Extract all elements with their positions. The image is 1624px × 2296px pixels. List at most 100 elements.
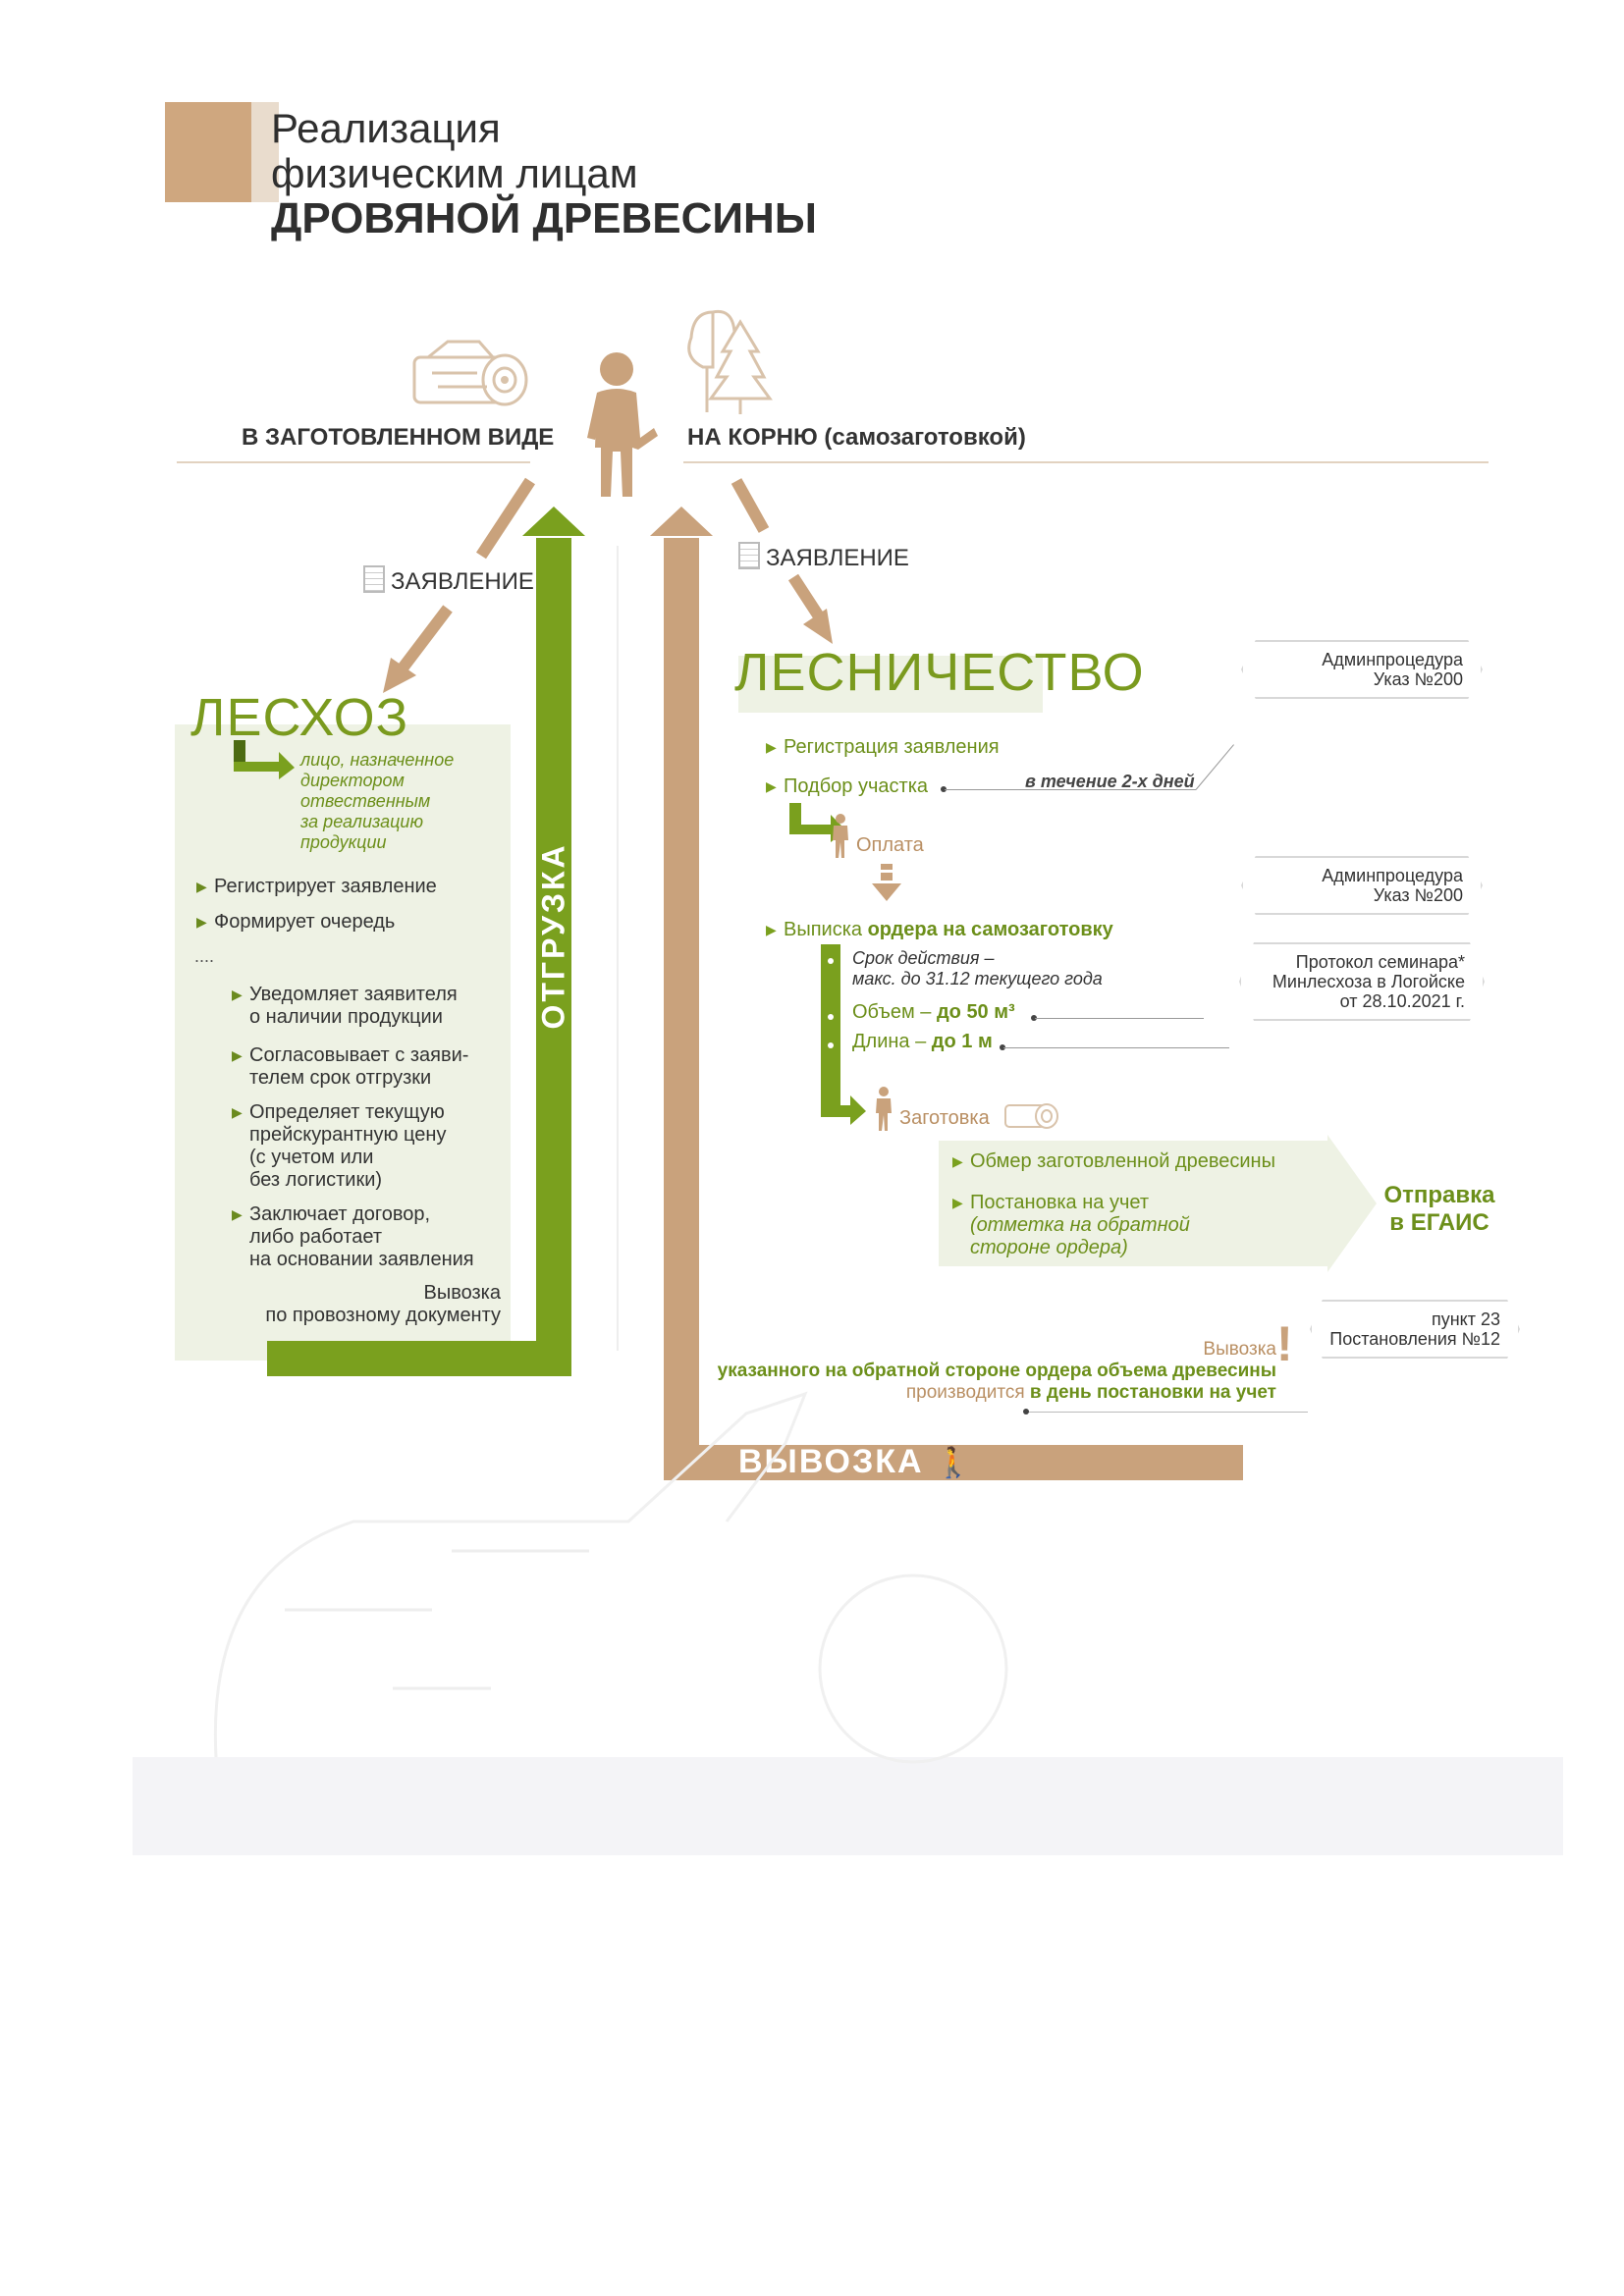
responsible-line: за реализацию — [300, 812, 423, 831]
badge-line: Админпроцедура — [1322, 866, 1463, 885]
header-on-root: НА КОРНЮ (самозаготовкой) — [687, 424, 1026, 451]
connector-line — [1025, 1412, 1308, 1413]
removal-note-line: производится в день постановки на учет — [703, 1382, 1276, 1404]
egais-line: Отправка — [1383, 1182, 1495, 1208]
step-plot: Подбор участка — [766, 775, 928, 798]
badge-admin-procedure-1: Админпроцедура Указ №200 — [1241, 640, 1483, 699]
register-line: Постановка на учет — [970, 1192, 1149, 1213]
badge-resolution: пункт 23 Постановления №12 — [1310, 1300, 1520, 1359]
volume-dot — [828, 1014, 834, 1020]
responsible-line: продукции — [300, 832, 387, 852]
responsible-line: отвественным — [300, 791, 431, 811]
volume-text: Объем – — [852, 1001, 937, 1023]
order-text-b: ордера на самозаготовку — [867, 919, 1113, 940]
subitem-line: Уведомляет заявителя — [249, 984, 458, 1005]
statement-label-left: ЗАЯВЛЕНИЕ — [363, 565, 534, 596]
removal-label: ВЫВОЗКА 🚶 — [738, 1443, 973, 1481]
tree-icon — [687, 309, 773, 414]
accounting-chevron — [1327, 1135, 1377, 1272]
connector-line — [945, 789, 1196, 790]
responsible-line: директором — [300, 771, 405, 790]
leshnichestvo-title-bg — [738, 656, 1043, 713]
step-order: Выписка ордера на самозаготовку — [766, 919, 1113, 941]
volume-value: до 50 м³ — [936, 1001, 1015, 1023]
leshoz-subitem-agree: Согласовывает с заяви- телем срок отгруз… — [232, 1044, 469, 1090]
removal-note-text: производится — [905, 1382, 1030, 1403]
length-dot — [828, 1042, 834, 1048]
statement-text-left: ЗАЯВЛЕНИЕ — [391, 568, 534, 595]
step-register: Постановка на учет (отметка на обратной … — [952, 1192, 1190, 1259]
egais-note: Отправка в ЕГАИС — [1380, 1182, 1498, 1237]
export-line: Вывозка — [423, 1282, 502, 1304]
title-line-3: ДРОВЯНОЙ ДРЕВЕСИНЫ — [271, 194, 817, 242]
payment-arrow-icon — [789, 803, 846, 842]
subitem-line: без логистики) — [249, 1169, 383, 1191]
person-icon — [587, 352, 658, 497]
statement-arrow-right — [731, 478, 833, 644]
center-divider — [617, 546, 619, 1351]
subitem-line: Согласовывает с заяви- — [249, 1044, 469, 1066]
removal-bar-vertical — [664, 538, 699, 1480]
order-length: Длина – до 1 м — [852, 1031, 993, 1053]
statement-arrow-left — [383, 477, 536, 693]
step-registration: Регистрация заявления — [766, 736, 1000, 759]
removal-note-line: указанного на обратной стороне ордера об… — [717, 1361, 1276, 1381]
order-volume: Объем – до 50 м³ — [852, 1001, 1015, 1024]
exclamation-icon: ! — [1276, 1316, 1293, 1371]
badge-line: Указ №200 — [1373, 885, 1463, 905]
register-line: (отметка на обратной — [970, 1214, 1190, 1236]
subitem-line: прейскурантную цену — [249, 1124, 447, 1146]
step-payment: Оплата — [856, 834, 924, 856]
subitem-line: либо работает — [249, 1226, 383, 1248]
removal-label-text: ВЫВОЗКА — [738, 1443, 924, 1480]
register-line: стороне ордера) — [970, 1237, 1128, 1258]
leshoz-item-queue: Формирует очередь — [196, 911, 395, 934]
leshoz-subitem-price: Определяет текущую прейскурантную цену (… — [232, 1101, 447, 1192]
badge-line: Минлесхоза в Логойске — [1272, 972, 1465, 991]
person-small-icon: 🚶 — [935, 1447, 974, 1479]
shipment-label: ОТГРУЗКА — [535, 842, 571, 1030]
subitem-line: на основании заявления — [249, 1249, 474, 1270]
removal-note: Вывозка указанного на обратной стороне о… — [703, 1339, 1276, 1404]
header-harvested: В ЗАГОТОВЛЕННОМ ВИДЕ — [242, 424, 555, 451]
badge-line: Протокол семинара* — [1295, 952, 1465, 972]
leshoz-ellipsis: .... — [194, 946, 215, 966]
badge-protocol: Протокол семинара* Минлесхоза в Логойске… — [1239, 942, 1485, 1021]
subitem-line: Определяет текущую — [249, 1101, 445, 1123]
statement-label-right: ЗАЯВЛЕНИЕ — [738, 542, 909, 572]
leshoz-responsible: лицо, назначенное директором отвественны… — [300, 750, 454, 853]
step-harvest: Заготовка — [899, 1107, 990, 1129]
badge-admin-procedure-2: Админпроцедура Указ №200 — [1241, 856, 1483, 915]
connector-dot — [1000, 1044, 1005, 1050]
leshoz-item-register: Регистрирует заявление — [196, 876, 437, 898]
order-text-a: Выписка — [784, 919, 868, 940]
connector-dot — [1031, 1015, 1037, 1021]
down-arrow-icon — [872, 864, 901, 901]
order-validity: Срок действия – макс. до 31.12 текущего … — [852, 948, 1103, 989]
document-icon — [738, 542, 760, 569]
log-icon — [412, 340, 528, 406]
removal-note-text: в день постановки на учет — [1029, 1382, 1276, 1403]
document-icon — [363, 565, 385, 593]
badge-line: от 28.10.2021 г. — [1339, 991, 1465, 1011]
length-value: до 1 м — [931, 1031, 993, 1052]
shipment-bar-horizontal — [267, 1341, 571, 1376]
step-measure: Обмер заготовленной древесины — [952, 1150, 1275, 1173]
header-rule-left — [177, 461, 530, 463]
title-accent-light — [251, 102, 279, 202]
background-saw-outline — [213, 1391, 1008, 1764]
shipment-bar-vertical — [536, 538, 571, 1376]
removal-arrow-head — [650, 507, 713, 536]
subitem-line: (с учетом или — [249, 1147, 374, 1168]
leshoz-subitem-contract: Заключает договор, либо работает на осно… — [232, 1203, 474, 1271]
responsible-line: лицо, назначенное — [300, 750, 455, 770]
leshoz-title: ЛЕСХОЗ — [190, 688, 409, 747]
connector-dot — [941, 786, 947, 792]
log-small-icon — [1004, 1103, 1058, 1129]
order-details-bar — [821, 944, 840, 1105]
person-harvest-icon — [876, 1087, 892, 1131]
leshoz-subitem-notify: Уведомляет заявителя о наличии продукции — [232, 984, 458, 1029]
validity-dot — [828, 958, 834, 964]
length-text: Длина – — [852, 1031, 932, 1052]
subitem-line: телем срок отгрузки — [249, 1067, 432, 1089]
